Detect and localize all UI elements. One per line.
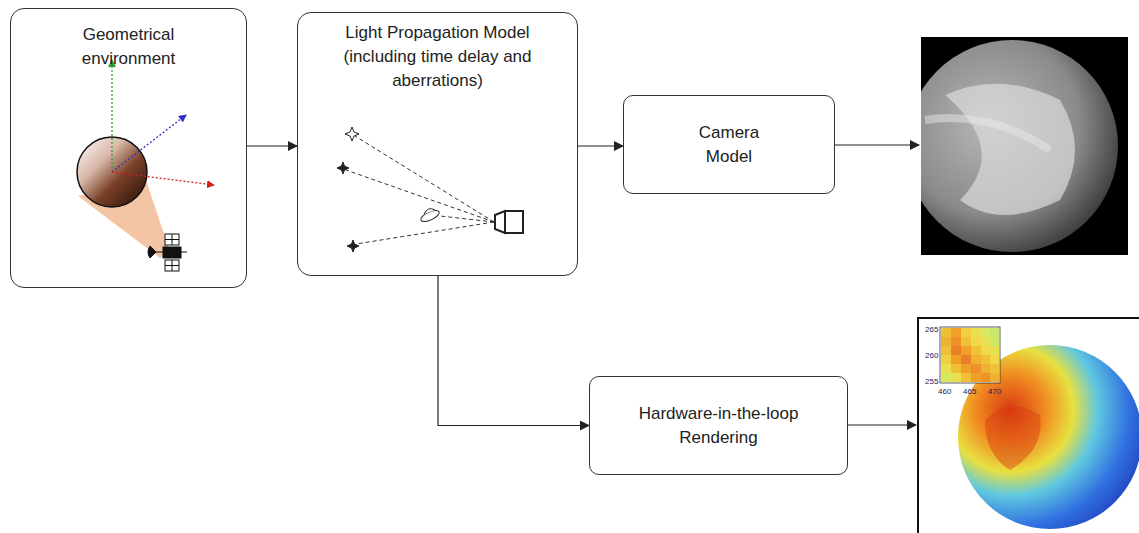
box-label: Light Propagation Model (including time … — [338, 21, 538, 92]
output-arrow — [835, 144, 919, 145]
box-label: Hardware-in-the-loop Rendering — [624, 402, 814, 450]
process-box: Camera Model — [623, 95, 835, 194]
output-arrow — [848, 424, 916, 425]
axis-tick-label: 460 — [938, 388, 951, 396]
box-label: Camera Model — [684, 121, 774, 169]
axis-tick-label: 465 — [963, 388, 976, 396]
axis-tick-label: 255 — [925, 378, 938, 386]
process-box: Hardware-in-the-loop Rendering — [589, 376, 848, 475]
axis-tick-label: 470 — [988, 388, 1001, 396]
flow-arrow — [438, 276, 589, 426]
scene-illustration — [77, 60, 214, 271]
light-ray-illustration — [337, 127, 523, 252]
process-box: Geometrical environment — [10, 8, 247, 288]
heatmap-image — [918, 318, 1139, 533]
flow-arrow — [578, 145, 623, 146]
flow-arrow — [247, 145, 297, 146]
axis-tick-label: 265 — [925, 326, 938, 334]
rendered-image — [906, 37, 1128, 255]
box-label: Geometrical environment — [64, 23, 194, 71]
process-box: Light Propagation Model (including time … — [297, 12, 578, 276]
axis-tick-label: 260 — [925, 352, 938, 360]
